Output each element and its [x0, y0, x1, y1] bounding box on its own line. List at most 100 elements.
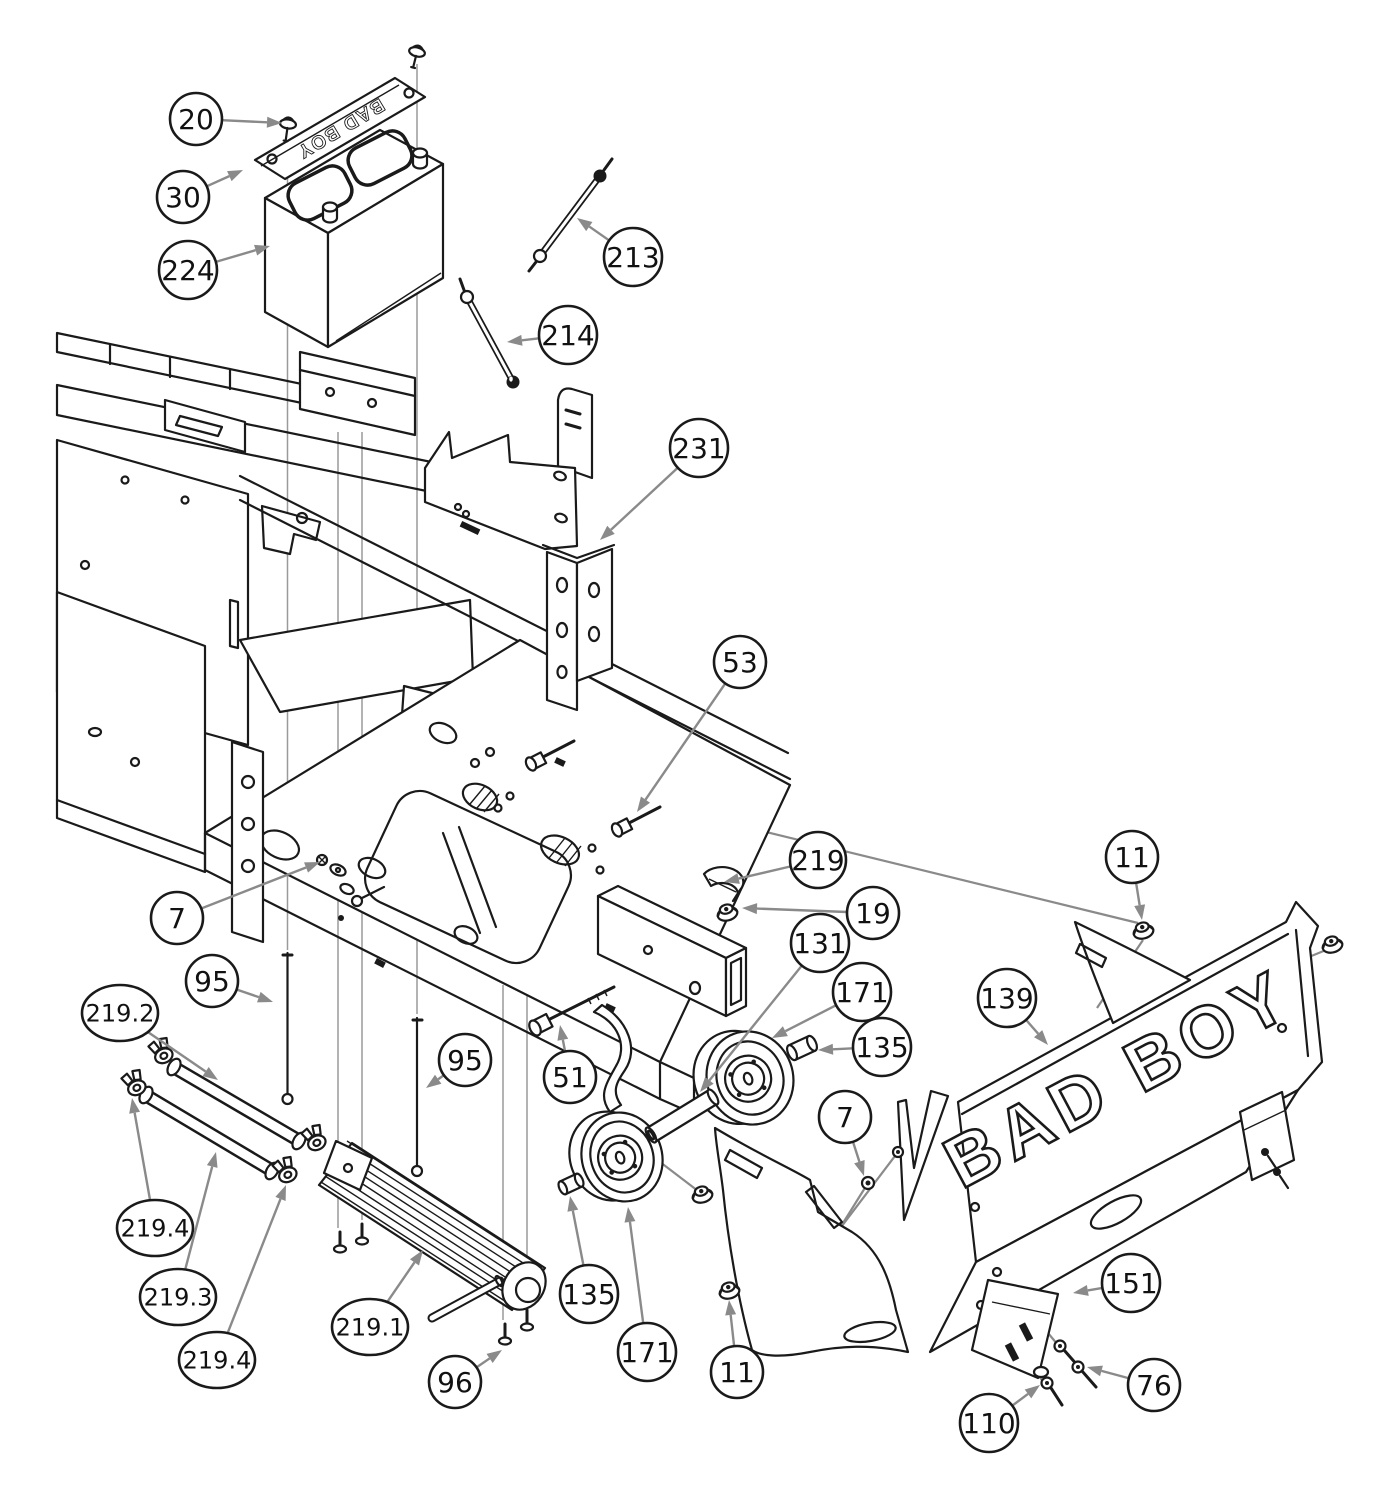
- rail-slot: [374, 958, 386, 968]
- callout-bubble: [138, 1267, 218, 1327]
- callout-bubble: [831, 961, 893, 1023]
- callout-bubble: [149, 890, 205, 946]
- callout-224: 224: [157, 239, 270, 301]
- shield-slots: [723, 1148, 844, 1230]
- pan-cutout-band: [441, 825, 498, 935]
- callout-20: 20: [168, 91, 282, 147]
- callout-label: 231: [672, 432, 725, 465]
- leader-line: [610, 466, 679, 531]
- callout-19: 19: [742, 885, 901, 941]
- leader-line: [221, 119, 268, 124]
- bracket-231-holes: [555, 576, 601, 680]
- leader-arrowhead: [486, 1350, 502, 1363]
- washer-screw-cluster-7: [315, 853, 386, 921]
- leader-line: [571, 1210, 585, 1266]
- callout-51: 51: [542, 1025, 598, 1105]
- callout-label: 219: [791, 844, 844, 877]
- leader-arrowhead: [854, 1160, 865, 1176]
- callout-bubble: [80, 983, 160, 1043]
- callout-131: 131: [700, 912, 851, 1092]
- callout-213: 213: [577, 218, 664, 288]
- callout-bubble: [1100, 1252, 1162, 1314]
- callout-label: 96: [437, 1366, 473, 1399]
- leader-arrowhead: [725, 1300, 737, 1316]
- leader-arrowhead: [600, 525, 615, 540]
- callout-bubble: [184, 953, 240, 1009]
- callout-label: 139: [980, 982, 1033, 1015]
- bracket-hole: [403, 87, 415, 99]
- leader-line: [851, 1141, 861, 1163]
- callout-label: 219.3: [144, 1284, 213, 1312]
- leader-arrowhead: [409, 1250, 423, 1266]
- receiver-tube-bore: [729, 956, 743, 1007]
- callout-label: 51: [552, 1061, 588, 1094]
- floor-pan-holes: [259, 721, 616, 1013]
- leader-arrowhead: [818, 1043, 834, 1055]
- lower-parts-group: [120, 951, 819, 1346]
- leader-arrowhead: [1087, 1365, 1103, 1377]
- callout-label: 214: [541, 319, 594, 352]
- leader-line: [729, 1314, 736, 1347]
- callout-label: 19: [855, 897, 891, 930]
- leader-line: [1011, 1393, 1029, 1407]
- callout-label: 135: [855, 1031, 908, 1064]
- leader-line: [147, 1031, 207, 1073]
- leader-line: [206, 175, 230, 188]
- callout-bubble: [168, 91, 224, 147]
- wing-screw-top: [408, 44, 426, 70]
- callout-bubble: [616, 1321, 678, 1383]
- leader-line: [738, 865, 792, 880]
- leader-arrowhead: [567, 1196, 579, 1212]
- callout-label: 76: [1136, 1369, 1172, 1402]
- leader-arrowhead: [577, 218, 593, 232]
- seat-back-plate-holes: [453, 470, 568, 535]
- idler-pulley-171-left: [568, 1110, 664, 1203]
- leader-line: [1101, 1369, 1130, 1380]
- callout-219.2: 219.2: [80, 983, 218, 1080]
- flange-nut-11: [691, 1185, 714, 1204]
- leader-line: [236, 988, 260, 999]
- leader-arrowhead: [275, 1185, 286, 1201]
- hose-clamp: [271, 1155, 298, 1184]
- leader-line: [832, 1047, 854, 1051]
- callout-label: 20: [178, 103, 214, 136]
- leader-line: [215, 249, 256, 264]
- carriage-bolt: [524, 739, 576, 772]
- leader-line: [588, 225, 610, 242]
- callout-bubble: [115, 1198, 195, 1258]
- seat-back-plate: [423, 430, 579, 551]
- leader-arrowhead: [507, 334, 523, 346]
- callout-bubble: [709, 1344, 765, 1400]
- callout-label: 131: [793, 927, 846, 960]
- callout-11: 11: [709, 1300, 765, 1400]
- leader-arrowhead: [254, 244, 270, 256]
- callout-label: 53: [722, 646, 758, 679]
- leader-arrowhead: [129, 1098, 141, 1114]
- battery-terminal: [411, 147, 429, 170]
- leader-line: [708, 964, 803, 1082]
- lift-rod-95-left: [281, 951, 294, 1106]
- shield-plate: [713, 1126, 910, 1357]
- leader-arrowhead: [724, 873, 740, 884]
- seat-riser-plate: [556, 387, 594, 480]
- fitting-219: [702, 865, 745, 903]
- latch-bracket: [163, 398, 247, 454]
- leader-arrowhead: [266, 116, 282, 128]
- callout-bubble: [976, 967, 1038, 1029]
- flange-hole: [240, 774, 256, 790]
- callout-label: 95: [447, 1044, 483, 1077]
- seat-riser-dashes: [564, 408, 582, 430]
- corner-bracket: [1238, 1090, 1296, 1190]
- leader-line: [475, 1357, 491, 1369]
- flange-nut-11: [1132, 921, 1155, 940]
- leader-arrowhead: [304, 862, 320, 873]
- support-bracket-231-face: [575, 547, 614, 683]
- leader-arrowhead: [1073, 1285, 1089, 1296]
- callout-bubble: [330, 1297, 410, 1357]
- callout-bubble: [1126, 1357, 1182, 1413]
- flange-hole: [240, 858, 256, 874]
- callout-label: 7: [168, 902, 186, 935]
- leader-arrowhead: [227, 170, 243, 182]
- bolt-110: [1032, 1365, 1064, 1407]
